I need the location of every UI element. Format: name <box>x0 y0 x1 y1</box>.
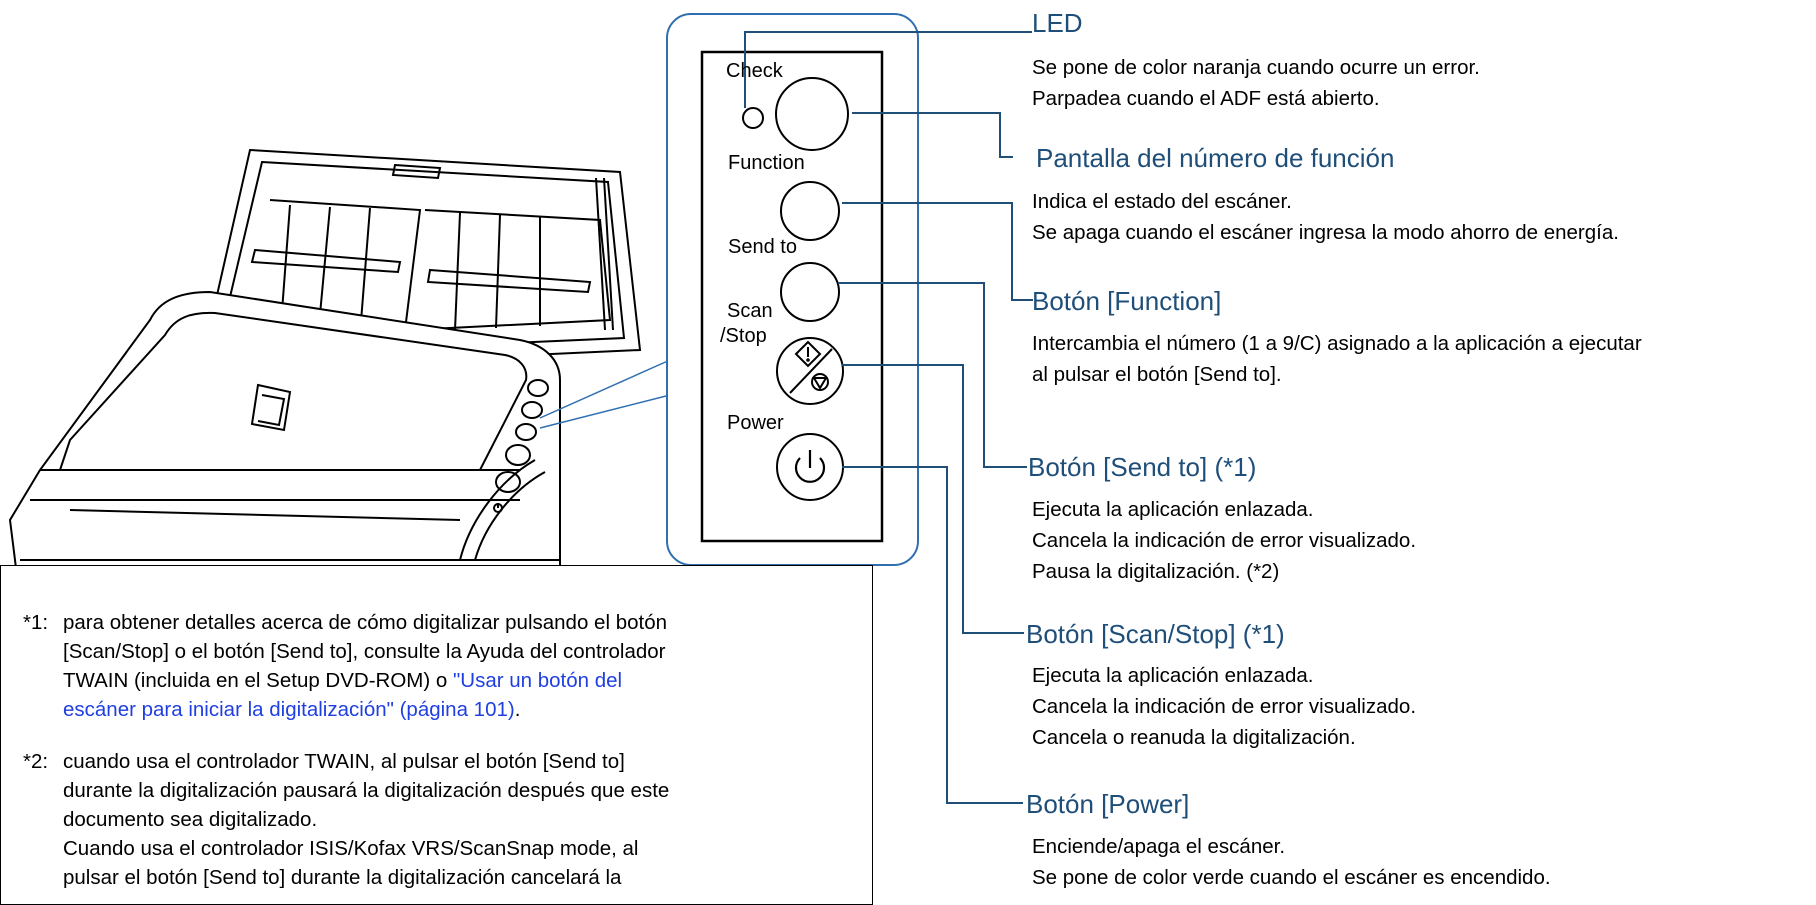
callout-desc-send-to: Ejecuta la aplicación enlazada. Cancela … <box>1032 494 1416 587</box>
zoom-lines <box>539 359 671 429</box>
footnote-1: *1: para obtener detalles acerca de cómo… <box>23 608 863 724</box>
footnote-text: TWAIN (incluida en el Setup DVD-ROM) o <box>63 669 453 692</box>
footnote-2: *2: cuando usa el controlador TWAIN, al … <box>23 747 863 892</box>
send-to-button[interactable] <box>780 262 840 322</box>
callout-line: Cancela la indicación de error visualiza… <box>1032 529 1417 552</box>
power-icon <box>794 450 826 483</box>
footnote-line: cuando usa el controlador TWAIN, al puls… <box>63 750 625 773</box>
panel-label-check: Check <box>726 60 783 82</box>
check-led <box>742 107 764 129</box>
footnote-line: durante la digitalización pausará la dig… <box>63 779 670 802</box>
footnote-line: TWAIN (incluida en el Setup DVD-ROM) o "… <box>63 666 863 695</box>
callout-desc-power: Enciende/apaga el escáner. Se pone de co… <box>1032 831 1551 893</box>
footnote-text: . <box>514 698 521 721</box>
callout-heading-power: Botón [Power] <box>1026 789 1190 819</box>
page-101-link[interactable]: "Usar un botón del <box>453 669 623 692</box>
callout-line: Se apaga cuando el escáner ingresa la mo… <box>1032 221 1619 244</box>
page-101-link-continued[interactable]: escáner para iniciar la digitalización" … <box>63 698 515 721</box>
leader-lines <box>744 31 1033 804</box>
callout-line: Se pone de color verde cuando el escáner… <box>1032 866 1551 889</box>
footnote-line: pulsar el botón [Send to] durante la dig… <box>63 866 622 889</box>
panel-label-send-to: Send to <box>728 236 797 258</box>
callout-line: Ejecuta la aplicación enlazada. <box>1032 664 1314 687</box>
footnote-line: para obtener detalles acerca de cómo dig… <box>63 611 667 634</box>
scanner-body <box>8 290 561 601</box>
callout-line: Se pone de color naranja cuando ocurre u… <box>1032 56 1480 79</box>
callout-line: al pulsar el botón [Send to]. <box>1032 363 1282 386</box>
footnote-mark: *1: <box>23 611 49 634</box>
panel-label-stop: /Stop <box>720 325 767 347</box>
callout-line: Pausa la digitalización. (*2) <box>1032 560 1280 583</box>
callout-heading-led: LED <box>1032 8 1083 38</box>
scan-stop-icon <box>789 340 833 394</box>
footnote-line: escáner para iniciar la digitalización" … <box>63 695 863 724</box>
footnote-line: Cuando usa el controlador ISIS/Kofax VRS… <box>63 837 639 860</box>
callout-heading-send-to: Botón [Send to] (*1) <box>1028 452 1257 482</box>
callout-heading-function-display: Pantalla del número de función <box>1036 143 1395 173</box>
callout-line: Cancela o reanuda la digitalización. <box>1032 726 1356 749</box>
callout-desc-function-display: Indica el estado del escáner. Se apaga c… <box>1032 186 1619 248</box>
callout-desc-scan-stop: Ejecuta la aplicación enlazada. Cancela … <box>1032 660 1416 753</box>
function-button[interactable] <box>780 181 840 241</box>
callout-line: Enciende/apaga el escáner. <box>1032 835 1286 858</box>
footnote-mark: *2: <box>23 750 49 773</box>
panel-label-power: Power <box>727 412 784 434</box>
callout-desc-function-button: Intercambia el número (1 a 9/C) asignado… <box>1032 328 1642 390</box>
callout-line: Intercambia el número (1 a 9/C) asignado… <box>1032 332 1642 355</box>
panel-label-scan: Scan <box>727 300 773 322</box>
callout-line: Indica el estado del escáner. <box>1032 190 1292 213</box>
footnotes-box: *1: para obtener detalles acerca de cómo… <box>0 565 873 905</box>
callout-desc-led: Se pone de color naranja cuando ocurre u… <box>1032 52 1480 114</box>
footnote-line: documento sea digitalizado. <box>63 808 318 831</box>
callout-line: Ejecuta la aplicación enlazada. <box>1032 498 1314 521</box>
panel-label-function: Function <box>728 152 805 174</box>
function-number-display <box>775 77 849 151</box>
callout-line: Cancela la indicación de error visualiza… <box>1032 695 1417 718</box>
callout-heading-scan-stop: Botón [Scan/Stop] (*1) <box>1026 619 1285 649</box>
callout-heading-function-button: Botón [Function] <box>1032 286 1222 316</box>
footnote-line: [Scan/Stop] o el botón [Send to], consul… <box>63 640 666 663</box>
callout-line: Parpadea cuando el ADF está abierto. <box>1032 87 1380 110</box>
